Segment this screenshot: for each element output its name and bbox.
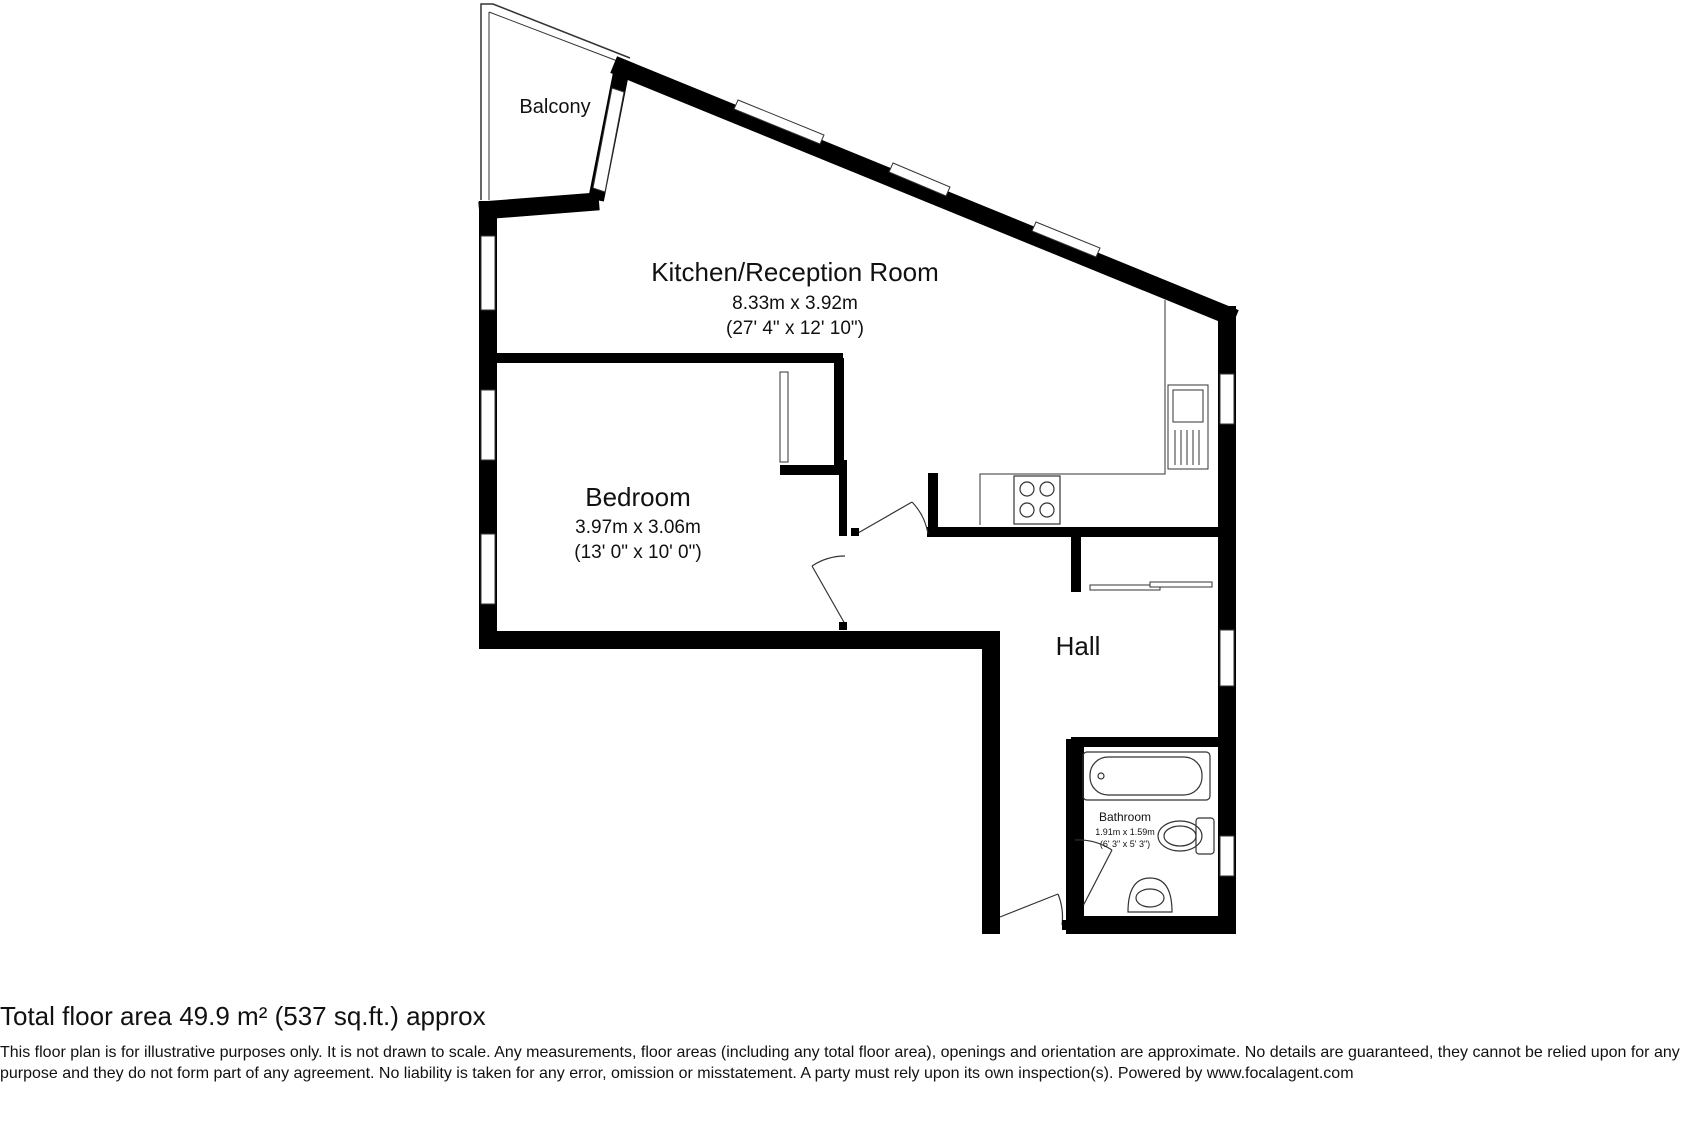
kitchen-imperial: (27' 4" x 12' 10") xyxy=(726,318,864,339)
kitchen-name: Kitchen/Reception Room xyxy=(651,257,939,287)
basin xyxy=(1127,877,1173,913)
floor-plan: Balcony Kitchen/Reception Room 8.33m x 3… xyxy=(478,3,1239,934)
kitchen-worktop xyxy=(979,300,1166,525)
hall-label: Hall xyxy=(1056,631,1101,661)
bedroom-walls xyxy=(488,353,847,535)
bedroom-imperial: (13' 0" x 10' 0") xyxy=(574,542,701,563)
balcony-outline xyxy=(480,3,631,200)
door-jambs xyxy=(839,528,1084,930)
balcony-rail xyxy=(488,11,621,63)
windows-east xyxy=(1219,373,1235,877)
hall-walls xyxy=(927,473,1227,747)
kitchen-metric: 8.33m x 3.92m xyxy=(732,293,858,314)
balcony-label: Balcony xyxy=(519,96,590,118)
bathroom-metric: 1.91m x 1.59m xyxy=(1095,827,1155,837)
disclaimer-text: This floor plan is for illustrative purp… xyxy=(0,1044,1680,1082)
wardrobe xyxy=(779,371,789,463)
bathroom-imperial: (6' 3" x 5' 3") xyxy=(1100,839,1150,849)
toilet xyxy=(1157,817,1215,855)
bathroom-name: Bathroom xyxy=(1099,810,1151,824)
total-floor-area: Total floor area 49.9 m² (537 sq.ft.) ap… xyxy=(0,1001,486,1031)
windows-sloped xyxy=(733,99,1101,258)
kitchen-sink xyxy=(1167,384,1209,470)
bedroom-metric: 3.97m x 3.06m xyxy=(575,517,701,538)
windows-west xyxy=(480,235,496,605)
bedroom-name: Bedroom xyxy=(585,482,691,512)
balcony-door xyxy=(592,87,625,193)
footer: Total floor area 49.9 m² (537 sq.ft.) ap… xyxy=(0,1000,1704,1084)
doors xyxy=(811,501,1113,926)
hall-cupboard xyxy=(1089,581,1213,591)
bath xyxy=(1082,751,1211,801)
kitchen-hob xyxy=(1013,475,1061,525)
